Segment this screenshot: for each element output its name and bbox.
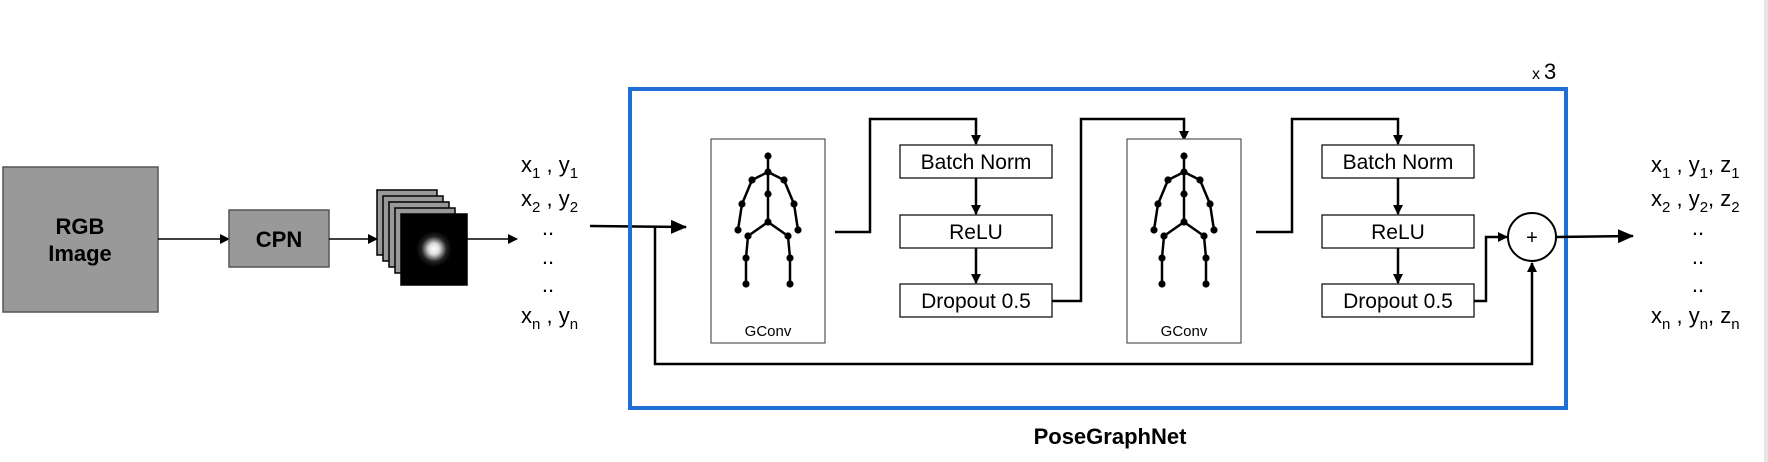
input-coord-dots-2: .. xyxy=(542,244,554,269)
input-coord-2: x2 , y2 xyxy=(521,186,578,216)
batch-norm-label-1: Batch Norm xyxy=(921,151,1032,174)
arrow-gconv2-to-batchnorm2 xyxy=(1256,117,1403,234)
output-3d-coordinates: x1 , y1, z1 x2 , y2, z2 .. .. .. xn , yn… xyxy=(1651,152,1740,333)
relu-label-2: ReLU xyxy=(1371,221,1425,244)
scrollbar[interactable] xyxy=(1764,0,1768,462)
arrow-dropout1-to-gconv2 xyxy=(1052,117,1189,303)
dropout-box-2: Dropout 0.5 xyxy=(1321,283,1475,318)
block-title: PoseGraphNet xyxy=(1034,424,1187,449)
gconv-box-1: GConv xyxy=(710,138,826,344)
arrow-dropout2-to-sum xyxy=(1474,232,1508,303)
output-coord-dots-3: .. xyxy=(1692,272,1704,297)
gconv-label-1: GConv xyxy=(745,323,792,340)
plus-icon: + xyxy=(1526,227,1538,249)
rgb-label-line2: Image xyxy=(48,241,112,266)
relu-label-1: ReLU xyxy=(949,221,1003,244)
output-coord-1: x1 , y1, z1 xyxy=(1651,152,1740,182)
heatmap-stack-icon xyxy=(376,189,468,286)
batch-norm-box-2: Batch Norm xyxy=(1321,144,1475,179)
gconv-box-2: GConv xyxy=(1126,138,1242,344)
output-coord-2: x2 , y2, z2 xyxy=(1651,186,1740,216)
arrow-into-block xyxy=(589,219,687,234)
rgb-image-box: RGB Image xyxy=(2,166,159,313)
batch-norm-box-1: Batch Norm xyxy=(899,144,1053,179)
input-coord-dots-1: .. xyxy=(542,215,554,240)
cpn-label: CPN xyxy=(256,227,302,252)
batch-norm-label-2: Batch Norm xyxy=(1343,151,1454,174)
gconv-label-2: GConv xyxy=(1161,323,1208,340)
input-2d-coordinates: x1 , y1 x2 , y2 .. .. .. xn , yn xyxy=(521,152,578,333)
arrow-to-output xyxy=(1555,229,1634,244)
input-coord-n: xn , yn xyxy=(521,303,578,333)
output-coord-dots-2: .. xyxy=(1692,244,1704,269)
rgb-label-line1: RGB xyxy=(56,214,105,239)
sum-node: + xyxy=(1507,212,1557,262)
output-coord-n: xn , yn, zn xyxy=(1651,303,1740,333)
input-coord-dots-3: .. xyxy=(542,272,554,297)
dropout-box-1: Dropout 0.5 xyxy=(899,283,1053,318)
posegraphnet-block xyxy=(628,87,1568,410)
arrow-gconv1-to-batchnorm1 xyxy=(835,117,981,234)
dropout-label-1: Dropout 0.5 xyxy=(921,290,1031,313)
residual-skip-connection xyxy=(653,227,1537,366)
relu-box-2: ReLU xyxy=(1321,214,1475,249)
input-coord-1: x1 , y1 xyxy=(521,152,578,182)
dropout-label-2: Dropout 0.5 xyxy=(1343,290,1453,313)
output-coord-dots-1: .. xyxy=(1692,215,1704,240)
relu-box-1: ReLU xyxy=(899,214,1053,249)
cpn-box: CPN xyxy=(228,209,330,268)
